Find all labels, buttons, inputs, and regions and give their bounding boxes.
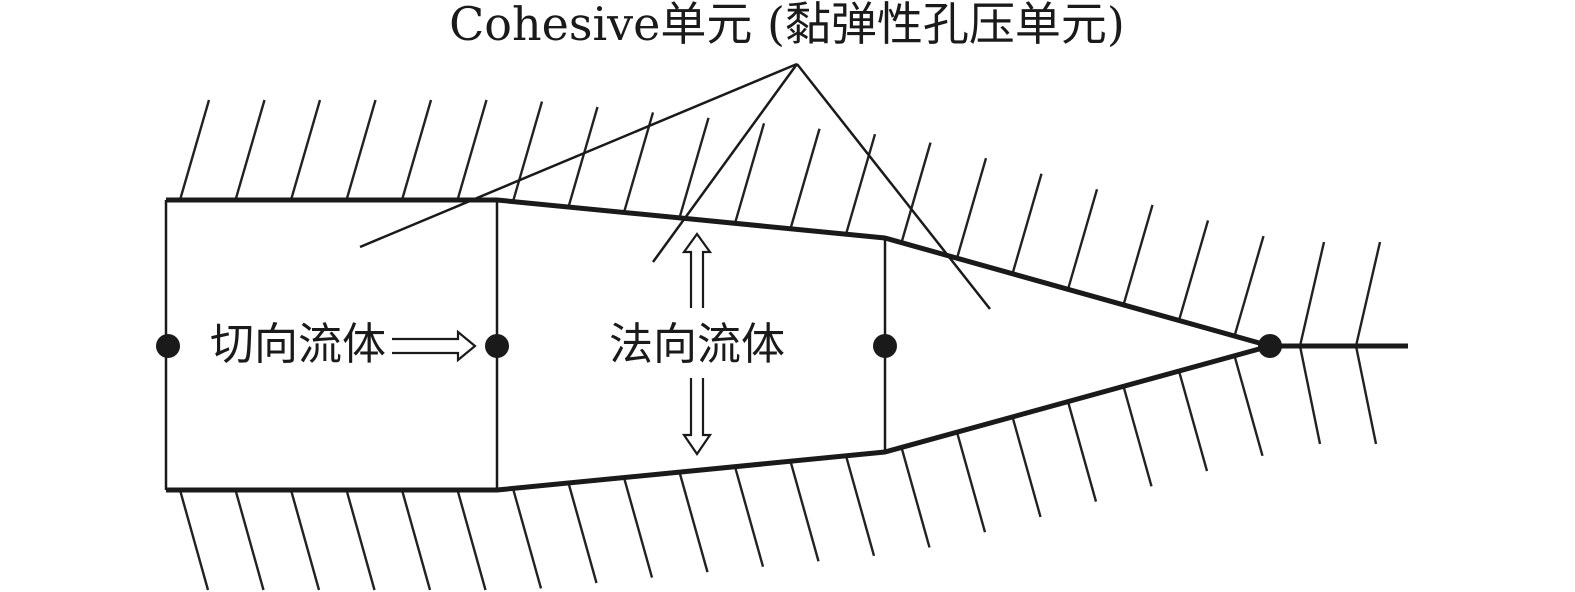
- hatch-line: [345, 99, 377, 201]
- hatch-line: [1122, 386, 1153, 487]
- hatch-line: [567, 106, 599, 208]
- hatch-line: [511, 488, 543, 589]
- hatch-line: [567, 482, 598, 584]
- hatch-line: [289, 99, 322, 201]
- hatch-line: [678, 471, 709, 573]
- cohesive-element-title: Cohesive单元 (黏弹性孔压单元): [449, 0, 1125, 51]
- node-middle: [485, 334, 509, 358]
- hatch-line: [511, 101, 544, 202]
- hatch-line: [178, 489, 210, 591]
- hatch-line: [1298, 241, 1326, 347]
- hatch-line: [844, 133, 877, 235]
- hatch-line: [733, 466, 765, 568]
- hatch-line: [456, 489, 487, 591]
- hatch-line: [1298, 345, 1322, 445]
- hatch-line: [900, 142, 932, 243]
- hatch-line: [900, 447, 931, 548]
- hatch-line: [1233, 235, 1265, 337]
- hatch-line: [1011, 416, 1042, 518]
- hatch-line: [1122, 204, 1154, 306]
- hatch-line: [1177, 220, 1210, 321]
- hatch-line: [1177, 370, 1209, 472]
- node-left: [156, 334, 180, 358]
- hatch-line: [733, 122, 766, 224]
- upper-rock-hatching: [178, 99, 1382, 347]
- hatch-line: [622, 477, 654, 578]
- hatch-line: [955, 431, 987, 533]
- node-right: [873, 334, 897, 358]
- hatch-line: [678, 117, 710, 219]
- leader-lines: [359, 62, 991, 310]
- hatch-line: [400, 489, 432, 591]
- normal-flow-label: 法向流体: [609, 319, 785, 370]
- lower-crack-face: [166, 343, 1271, 493]
- hatch-line: [234, 99, 266, 201]
- normal-flow-arrow: [681, 232, 713, 456]
- lower-rock-hatching: [178, 345, 1378, 591]
- hatch-line: [789, 128, 821, 230]
- node-tip: [1258, 334, 1282, 358]
- hatch-line: [178, 99, 211, 201]
- hatch-line: [456, 99, 488, 201]
- hatch-line: [1233, 355, 1264, 457]
- hatch-line: [400, 99, 433, 201]
- tangential-flow-label: 切向流体: [210, 319, 386, 370]
- hatch-line: [1354, 345, 1378, 445]
- hatch-line: [1066, 189, 1099, 290]
- hatch-line: [789, 460, 820, 562]
- hatch-line: [844, 455, 876, 557]
- hatch-line: [955, 157, 988, 259]
- hatch-line: [1011, 173, 1043, 275]
- hatch-line: [289, 489, 321, 591]
- hatch-line: [234, 489, 265, 591]
- tangential-flow-arrow: [392, 329, 477, 363]
- hatch-line: [1066, 401, 1098, 502]
- hatch-line: [1354, 241, 1382, 347]
- hatch-line: [345, 489, 376, 591]
- hatch-line: [622, 112, 655, 213]
